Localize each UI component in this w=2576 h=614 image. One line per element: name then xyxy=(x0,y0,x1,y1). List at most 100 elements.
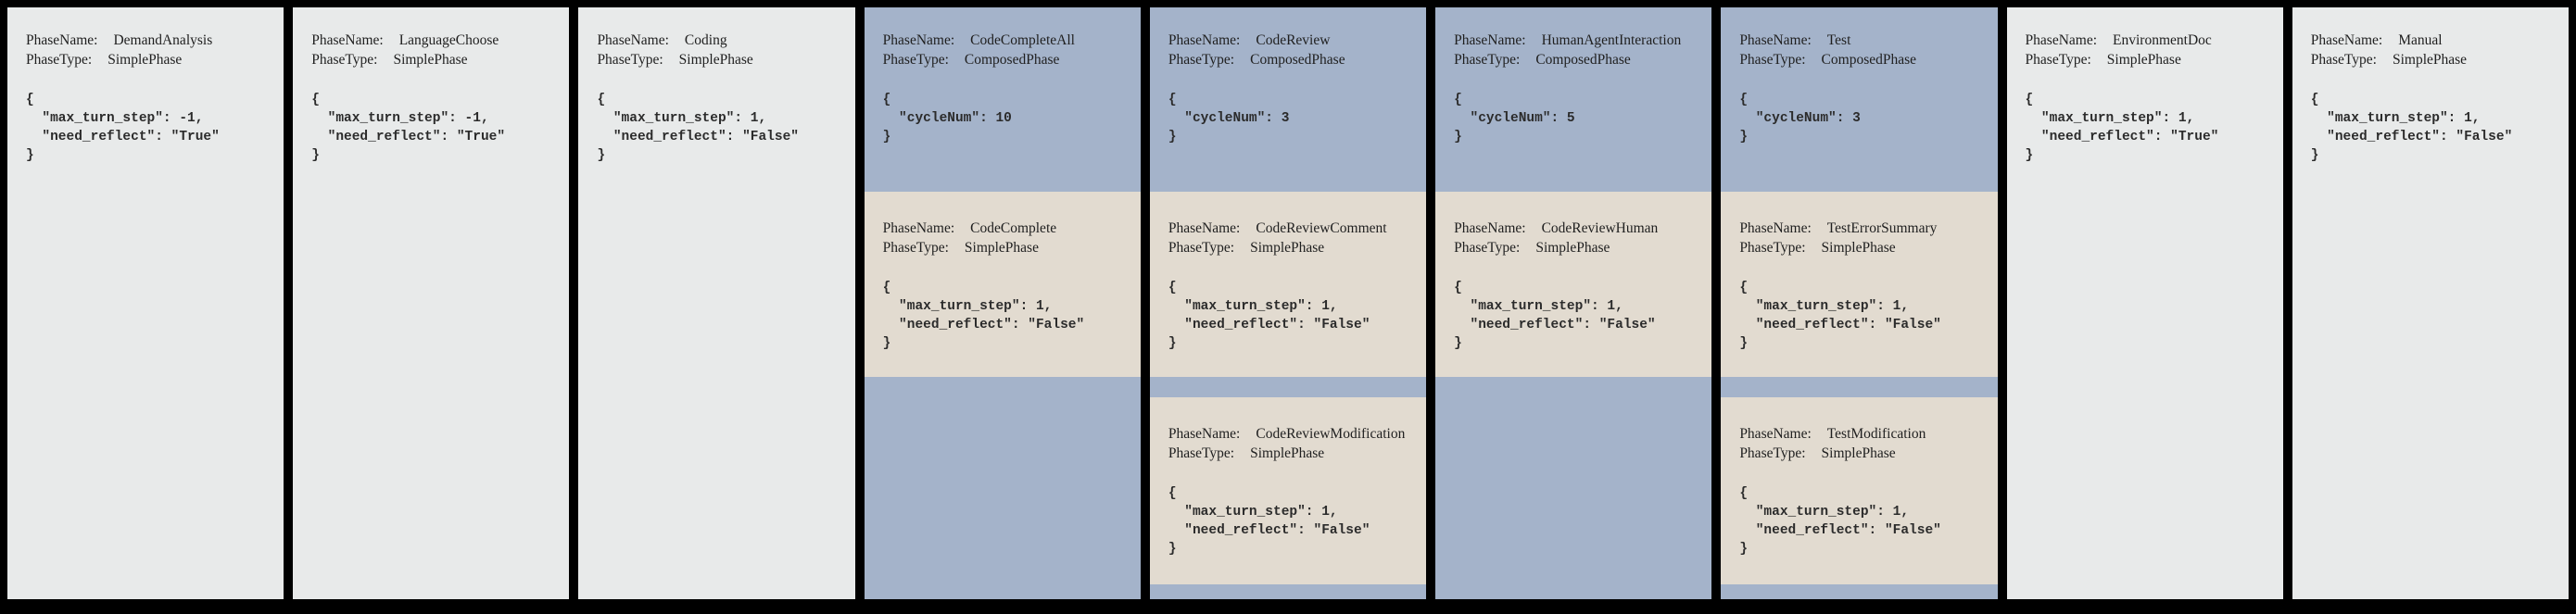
phase-name-row: PhaseName:EnvironmentDoc xyxy=(2026,31,2272,51)
phase-type-label: PhaseType: xyxy=(882,239,949,256)
phase-name-label: PhaseName: xyxy=(1168,220,1241,236)
phase-name-label: PhaseName: xyxy=(1168,32,1241,48)
subphase-section-codereviewmodification: PhaseName: CodeReviewModification PhaseTy… xyxy=(1149,397,1427,584)
phase-type-value: SimplePhase xyxy=(2392,51,2468,68)
phase-config-json: { "max_turn_step": 1, "need_reflect": "F… xyxy=(597,93,799,163)
phase-name-value: HumanAgentInteraction xyxy=(1541,32,1682,48)
phase-name-row: PhaseName:Test xyxy=(1739,31,1986,51)
phase-name-value: Manual xyxy=(2398,32,2443,48)
phase-type-label: PhaseType: xyxy=(1168,239,1235,256)
composed-header-section: PhaseName:CodeCompleteAll PhaseType:Comp… xyxy=(865,7,1141,192)
phase-config-json: { "max_turn_step": 1, "need_reflect": "F… xyxy=(1168,486,1370,557)
phase-type-value: SimplePhase xyxy=(393,51,468,68)
phase-type-label: PhaseType: xyxy=(882,51,949,68)
phase-name-value: TestModification xyxy=(1826,426,1926,442)
phase-type-value: SimplePhase xyxy=(1821,239,1896,256)
phase-type-value: SimplePhase xyxy=(1535,239,1610,256)
phase-config-json: { "max_turn_step": 1, "need_reflect": "F… xyxy=(2310,93,2513,163)
phase-type-row: PhaseType: SimplePhase xyxy=(2311,51,2557,70)
phase-type-value: ComposedPhase xyxy=(1821,51,1917,68)
phase-name-value: CodeReviewHuman xyxy=(1541,220,1659,236)
phase-name-value: CodeReviewModification xyxy=(1256,426,1406,442)
subphase-section-testmodification: PhaseName: TestModification PhaseType: Sim… xyxy=(1721,397,1998,584)
phase-name-row: PhaseName: CodeComplete xyxy=(883,219,1130,239)
phase-type-label: PhaseType: xyxy=(2025,51,2091,68)
phase-type-row: PhaseType: SimplePhase xyxy=(1739,239,1986,258)
phase-config-json: { "max_turn_step": 1, "need_reflect": "F… xyxy=(1168,281,1370,351)
phase-type-row: PhaseType: SimplePhase xyxy=(311,51,558,70)
phase-config-json: { "max_turn_step": 1, "need_reflect": "T… xyxy=(2025,93,2219,163)
phase-config-json: { "cycleNum": 3 } xyxy=(1168,93,1290,144)
phase-name-value: DemandAnalysis xyxy=(113,32,213,48)
phase-type-label: PhaseType: xyxy=(1739,51,1806,68)
phase-name-label: PhaseName: xyxy=(597,32,669,48)
phase-type-row: PhaseType: ComposedPhase xyxy=(1168,51,1415,70)
phase-config-json: { "cycleNum": 10 } xyxy=(882,93,1012,144)
phase-name-row: PhaseName: CodeReviewModification xyxy=(1168,425,1415,445)
phase-name-label: PhaseName: xyxy=(311,32,384,48)
phase-type-label: PhaseType: xyxy=(2310,51,2377,68)
phase-name-row: PhaseName: TestModification xyxy=(1739,425,1986,445)
phase-name-row: PhaseName: HumanAgentInteraction xyxy=(1454,31,1700,51)
phase-name-label: PhaseName: xyxy=(2025,32,2098,48)
phase-type-label: PhaseType: xyxy=(1739,239,1806,256)
phase-config-json: { "max_turn_step": 1, "need_reflect": "F… xyxy=(1739,486,1941,557)
phase-name-label: PhaseName: xyxy=(882,220,955,236)
composed-header-section: PhaseName: HumanAgentInteraction PhaseTyp… xyxy=(1435,7,1711,192)
phase-name-label: PhaseName: xyxy=(1168,426,1241,442)
phase-config-json: { "max_turn_step": -1, "need_reflect": "… xyxy=(26,93,220,163)
phase-card-test: PhaseName:Test PhaseType:ComposedPhase {… xyxy=(1721,7,1998,599)
phase-name-row: PhaseName:DemandAnalysis xyxy=(26,31,272,51)
phase-type-row: PhaseType: SimplePhase xyxy=(883,239,1130,258)
phase-config-json: { "max_turn_step": 1, "need_reflect": "F… xyxy=(1739,281,1941,351)
phase-name-row: PhaseName: Coding xyxy=(597,31,843,51)
subphase-section-codecomplete: PhaseName: CodeComplete PhaseType: SimpleP… xyxy=(864,192,1141,377)
phase-type-row: PhaseType: SimplePhase xyxy=(1739,445,1986,464)
phase-name-label: PhaseName: xyxy=(1739,426,1812,442)
phase-type-label: PhaseType: xyxy=(1168,51,1235,68)
subphase-section-codereviewcomment: PhaseName: CodeReviewComment PhaseType:Si… xyxy=(1149,192,1427,377)
phase-card-humanagentinteraction: PhaseName: HumanAgentInteraction PhaseTyp… xyxy=(1435,7,1712,599)
phase-card-manual: PhaseName:Manual PhaseType: SimplePhase {… xyxy=(2292,7,2569,599)
phase-type-row: PhaseType:SimplePhase xyxy=(597,51,843,70)
phase-name-row: PhaseName: CodeReviewHuman xyxy=(1454,219,1700,239)
phase-type-value: SimplePhase xyxy=(107,51,183,68)
phase-type-value: ComposedPhase xyxy=(1250,51,1345,68)
phase-type-value: SimplePhase xyxy=(2106,51,2181,68)
phase-name-value: TestErrorSummary xyxy=(1826,220,1938,236)
phase-config-json: { "cycleNum": 3 } xyxy=(1739,93,1861,144)
phase-name-row: PhaseName:Manual xyxy=(2311,31,2557,51)
phase-type-label: PhaseType: xyxy=(311,51,378,68)
subphase-section-testerrorsummary: PhaseName: TestErrorSummary PhaseType: Sim… xyxy=(1721,192,1998,377)
composed-header-section: PhaseName:CodeReview PhaseType: ComposedP… xyxy=(1150,7,1426,192)
phase-name-row: PhaseName: TestErrorSummary xyxy=(1739,219,1986,239)
phase-type-row: PhaseType:SimplePhase xyxy=(1168,239,1415,258)
phase-name-value: Coding xyxy=(684,32,727,48)
phase-type-label: PhaseType: xyxy=(1739,445,1806,461)
phase-card-demandanalysis: PhaseName:DemandAnalysis PhaseType: Simpl… xyxy=(7,7,284,599)
phase-name-label: PhaseName: xyxy=(882,32,955,48)
phase-card-coding: PhaseName: Coding PhaseType:SimplePhase {… xyxy=(578,7,855,599)
phase-card-codereview: PhaseName:CodeReview PhaseType: ComposedP… xyxy=(1149,7,1427,599)
phase-type-row: PhaseType:SimplePhase xyxy=(1168,445,1415,464)
phase-name-row: PhaseName:LanguageChoose xyxy=(311,31,558,51)
phase-type-row: PhaseType: SimplePhase xyxy=(26,51,272,70)
phase-name-value: CodeComplete xyxy=(970,220,1057,236)
phase-name-value: Test xyxy=(1826,32,1851,48)
phase-type-label: PhaseType: xyxy=(26,51,93,68)
phase-name-label: PhaseName: xyxy=(1454,220,1526,236)
phase-name-label: PhaseName: xyxy=(1454,32,1526,48)
phase-type-label: PhaseType: xyxy=(1454,51,1521,68)
phase-type-value: SimplePhase xyxy=(1250,445,1325,461)
phase-name-row: PhaseName:CodeCompleteAll xyxy=(883,31,1130,51)
phase-name-value: CodeReviewComment xyxy=(1256,220,1387,236)
phase-type-value: SimplePhase xyxy=(964,239,1039,256)
phase-config-json: { "max_turn_step": 1, "need_reflect": "F… xyxy=(1454,281,1656,351)
phase-config-json: { "cycleNum": 5 } xyxy=(1454,93,1575,144)
phase-name-row: PhaseName:CodeReview xyxy=(1168,31,1415,51)
phase-type-row: PhaseType:ComposedPhase xyxy=(883,51,1130,70)
phase-type-value: ComposedPhase xyxy=(1535,51,1631,68)
phase-name-label: PhaseName: xyxy=(1739,220,1812,236)
phase-type-value: SimplePhase xyxy=(1821,445,1896,461)
